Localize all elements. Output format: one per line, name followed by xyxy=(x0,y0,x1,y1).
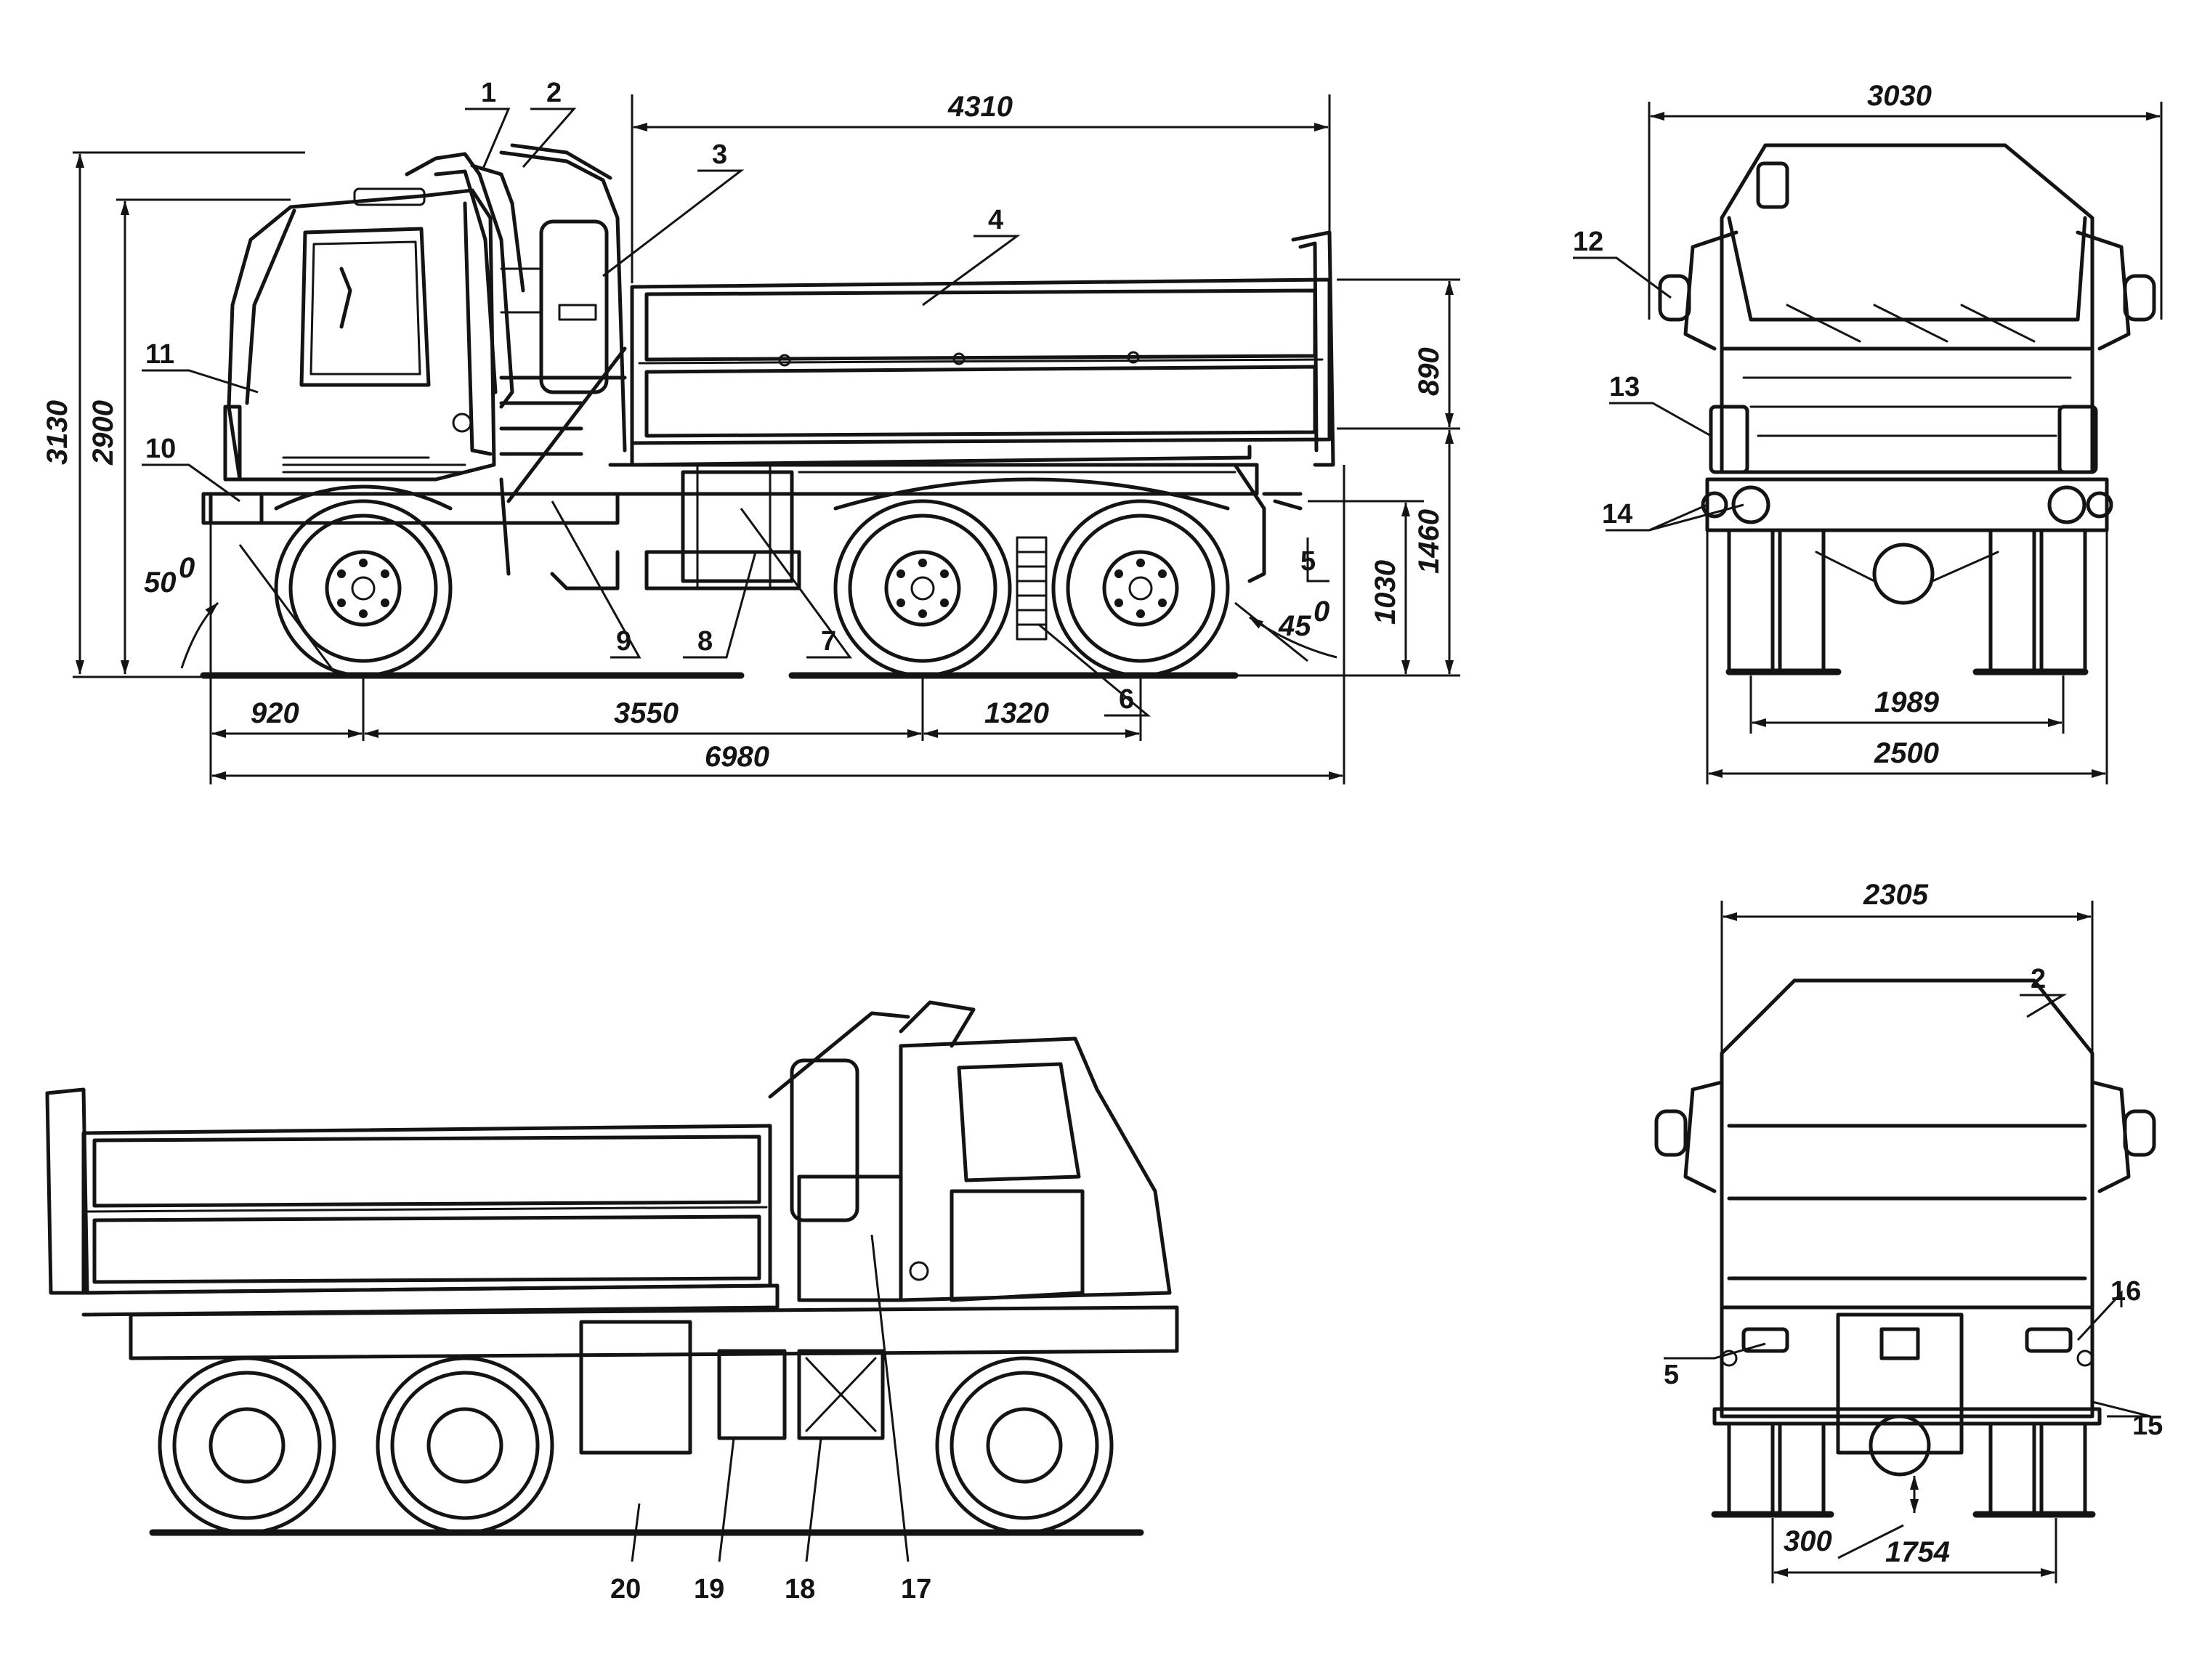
cab xyxy=(223,187,496,482)
callout-9: 9 xyxy=(616,626,631,657)
callout-16: 16 xyxy=(2110,1276,2141,1307)
ladder xyxy=(499,346,627,576)
callout-5: 5 xyxy=(1300,546,1316,577)
dim-front-body-width: 2500 xyxy=(1874,737,1939,769)
exhaust-stack xyxy=(405,143,627,453)
dim-body-length: 4310 xyxy=(947,91,1013,123)
front-wheel xyxy=(274,484,453,678)
rear-view: 2305 1754 300 2 5 16 15 xyxy=(1654,879,2163,1583)
callout-1: 1 xyxy=(481,78,496,108)
callout-20: 20 xyxy=(610,1574,641,1604)
dim-side-height: 890 xyxy=(1413,347,1445,396)
air-tank xyxy=(500,219,609,394)
dim-rear-track: 1754 xyxy=(1885,1536,1950,1568)
dump-body-left xyxy=(45,1087,780,1317)
dim-approach-angle: 50 xyxy=(144,567,177,598)
mirrors xyxy=(1658,230,2156,351)
dim-front-overhang: 920 xyxy=(251,697,299,729)
front-view: 3030 1989 2500 12 13 14 xyxy=(1573,80,2163,784)
callout-14: 14 xyxy=(1602,499,1632,529)
callout-18: 18 xyxy=(785,1574,815,1604)
side-view-left: 20 19 18 17 xyxy=(45,1000,1179,1604)
callout-13: 13 xyxy=(1609,372,1640,402)
dim-overall-height: 3130 xyxy=(41,400,73,465)
dim-hitch-height: 1030 xyxy=(1369,560,1401,625)
callout-17: 17 xyxy=(901,1574,931,1604)
chassis-left xyxy=(129,1305,1179,1455)
callout-6: 6 xyxy=(1119,684,1134,715)
dim-rear-width: 2305 xyxy=(1863,879,1929,911)
callout-10: 10 xyxy=(145,434,176,464)
rear-body xyxy=(1654,978,2156,1310)
degree-symbol: 0 xyxy=(179,552,195,584)
dim-wheelbase: 3550 xyxy=(614,697,679,729)
bumper xyxy=(1701,477,2113,532)
wheels-left xyxy=(158,1356,1114,1535)
callout-15: 15 xyxy=(2132,1411,2163,1441)
fuel-tank xyxy=(550,463,801,591)
chassis xyxy=(201,463,1303,583)
callout-2-rear: 2 xyxy=(2031,964,2046,994)
side-view: 3130 2900 4310 890 1460 1030 920 3550 13… xyxy=(41,78,1460,784)
cab-front xyxy=(1709,143,2098,474)
callout-7: 7 xyxy=(821,626,836,657)
dim-departure-angle: 45 xyxy=(1278,610,1311,642)
dim-overall-length: 6980 xyxy=(705,741,769,773)
callout-8: 8 xyxy=(697,626,713,657)
degree-symbol: 0 xyxy=(1313,596,1329,628)
dim-front-width: 3030 xyxy=(1867,80,1932,112)
callout-5-rear: 5 xyxy=(1664,1360,1679,1390)
dump-body xyxy=(630,230,1335,467)
rear-wheel-2 xyxy=(833,477,1230,678)
dim-front-track: 1989 xyxy=(1874,686,1940,718)
side-callouts xyxy=(142,107,1329,717)
callout-12: 12 xyxy=(1573,227,1603,257)
side-dimensions xyxy=(73,94,1460,784)
callout-11: 11 xyxy=(145,339,174,370)
cab-left xyxy=(768,1000,1172,1302)
callout-2: 2 xyxy=(546,78,562,108)
callout-19: 19 xyxy=(694,1574,724,1604)
dim-frame-height: 1460 xyxy=(1413,509,1445,574)
dim-tandem-spacing: 1320 xyxy=(984,697,1049,729)
dim-cab-height: 2900 xyxy=(87,400,119,466)
front-axle xyxy=(1727,528,2087,674)
callout-4: 4 xyxy=(988,205,1003,235)
callout-3: 3 xyxy=(712,139,727,170)
rear-wheel-1 xyxy=(833,499,1012,678)
rear-lower xyxy=(1712,1305,2102,1517)
dim-ground-clearance: 300 xyxy=(1784,1525,1832,1557)
